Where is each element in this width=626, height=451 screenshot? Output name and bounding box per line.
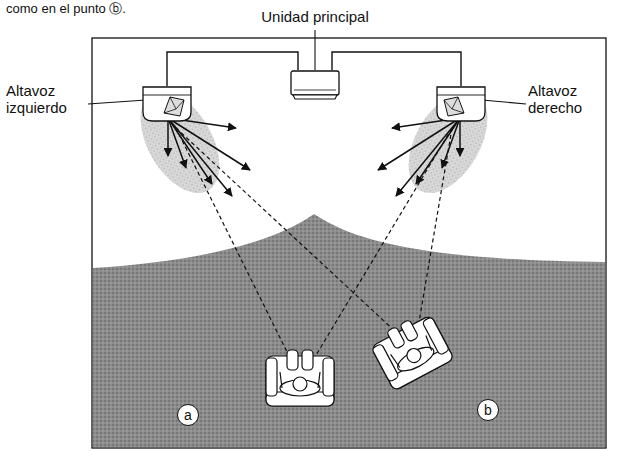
position-letter: b bbox=[484, 403, 492, 417]
listening-lines bbox=[176, 128, 452, 362]
listening-area bbox=[93, 214, 605, 447]
part-name: Unidad principal bbox=[255, 8, 375, 25]
position-letter: a bbox=[184, 408, 192, 422]
left-speaker: Altavoz izquierdo bbox=[142, 86, 192, 122]
position-marker: b bbox=[477, 399, 499, 421]
speaker-shape bbox=[142, 86, 192, 122]
sound-zone-left bbox=[124, 78, 235, 207]
speaker-cable bbox=[332, 52, 461, 86]
label-layer: como en el punto ⓑ. bbox=[6, 1, 126, 16]
note-text: como en el punto ⓑ. bbox=[6, 1, 126, 16]
armchair-b bbox=[368, 310, 454, 391]
right-speaker: Altavoz derecho bbox=[436, 86, 486, 122]
position-marker: a bbox=[177, 404, 199, 426]
part-name: Altavoz izquierdo bbox=[6, 82, 86, 116]
part-name: Altavoz derecho bbox=[528, 82, 608, 116]
sound-arrows-left bbox=[168, 118, 250, 196]
unit-shape bbox=[290, 70, 340, 100]
armchair-a bbox=[266, 350, 334, 406]
main-unit: Unidad principal bbox=[290, 70, 340, 100]
speaker-shape bbox=[436, 86, 486, 122]
speaker-cable bbox=[167, 52, 298, 86]
sound-zone-right bbox=[392, 78, 503, 207]
